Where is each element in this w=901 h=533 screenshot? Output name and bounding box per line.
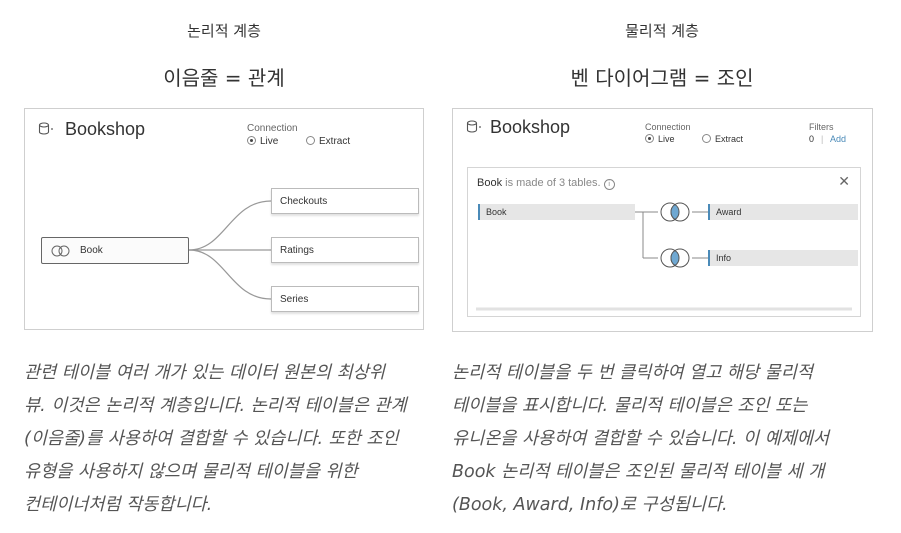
database-icon xyxy=(38,122,53,135)
filters-divider: | xyxy=(821,134,824,144)
extract-radio[interactable]: Extract xyxy=(702,134,743,144)
venn-icon xyxy=(51,245,70,256)
live-label: Live xyxy=(260,136,279,147)
logical-table-checkouts[interactable]: Checkouts xyxy=(271,188,419,214)
extract-radio-indicator[interactable] xyxy=(702,134,711,143)
data-source-title[interactable]: Bookshop xyxy=(490,117,571,137)
data-source-title[interactable]: Bookshop xyxy=(65,119,146,139)
description-line: 관련 테이블 여러 개가 있는 데이터 원본의 최상위 xyxy=(24,363,385,383)
physical-pane-header: Book is made of 3 tables. i xyxy=(477,177,615,190)
live-radio[interactable]: Live xyxy=(247,136,278,147)
extract-radio-indicator[interactable] xyxy=(306,136,315,145)
description-line: 테이블을 표시합니다. 물리적 테이블은 조인 또는 xyxy=(452,396,808,416)
live-radio-indicator[interactable] xyxy=(247,136,256,145)
description-line: 유니온을 사용하여 결합할 수 있습니다. 이 예제에서 xyxy=(452,429,830,449)
description-line: Book 논리적 테이블은 조인된 물리적 테이블 세 개 xyxy=(452,462,825,482)
description-line: (Book, Award, Info)로 구성됩니다. xyxy=(452,495,728,515)
physical-pane-caption: is made of 3 tables. xyxy=(505,177,601,189)
logical-layer-subheading: 이음줄 = 관계 xyxy=(163,66,285,90)
physical-layer-heading: 물리적 계층 xyxy=(625,22,699,40)
physical-table-info[interactable]: Info xyxy=(708,250,858,266)
logical-table-ratings[interactable]: Ratings xyxy=(271,237,419,263)
logical-layer-description: 관련 테이블 여러 개가 있는 데이터 원본의 최상위 뷰. 이것은 논리적 계… xyxy=(24,357,407,522)
connection-label: Connection xyxy=(247,123,298,134)
description-line: 뷰. 이것은 논리적 계층입니다. 논리적 테이블은 관계 xyxy=(24,396,407,416)
physical-pane-table-name: Book xyxy=(477,177,503,189)
filters-add-link[interactable]: Add xyxy=(830,134,847,144)
description-line: (이음줄)를 사용하여 결합할 수 있습니다. 또한 조인 xyxy=(24,429,399,449)
join-venn-icon[interactable] xyxy=(658,248,692,268)
table-label: Info xyxy=(716,253,732,263)
logical-layer-panel: Bookshop Connection Live Extract Book Ch… xyxy=(24,108,424,330)
logical-table-series[interactable]: Series xyxy=(271,286,419,312)
description-line: 논리적 테이블을 두 번 클릭하여 열고 해당 물리적 xyxy=(452,363,813,383)
logical-table-book-label: Book xyxy=(80,245,103,256)
table-label: Award xyxy=(716,207,742,217)
info-icon[interactable]: i xyxy=(603,179,615,190)
table-label: Checkouts xyxy=(280,195,328,207)
join-lines xyxy=(476,211,852,311)
close-icon[interactable]: ✕ xyxy=(838,174,850,190)
connection-label: Connection xyxy=(645,122,691,132)
extract-label: Extract xyxy=(715,134,744,144)
table-label: Series xyxy=(280,293,309,305)
physical-layer-panel: Bookshop Connection Live Extract Filters… xyxy=(452,108,873,332)
logical-layer-heading: 논리적 계층 xyxy=(187,22,261,40)
logical-table-book[interactable]: Book xyxy=(41,237,189,264)
database-icon xyxy=(466,120,481,133)
table-label: Book xyxy=(486,207,507,217)
live-label: Live xyxy=(658,134,675,144)
join-venn-icon[interactable] xyxy=(658,202,692,222)
physical-table-award[interactable]: Award xyxy=(708,204,858,220)
table-label: Ratings xyxy=(280,244,314,256)
live-radio[interactable]: Live xyxy=(645,134,675,144)
physical-layer-description: 논리적 테이블을 두 번 클릭하여 열고 해당 물리적 테이블을 표시합니다. … xyxy=(452,357,829,522)
extract-radio[interactable]: Extract xyxy=(306,136,350,147)
relationship-noodles xyxy=(188,200,272,300)
live-radio-indicator[interactable] xyxy=(645,134,654,143)
filters-count: 0 xyxy=(809,134,815,144)
description-line: 유형을 사용하지 않으며 물리적 테이블을 위한 xyxy=(24,462,358,482)
physical-layer-subheading: 벤 다이어그램 = 조인 xyxy=(570,66,754,90)
description-line: 컨테이너처럼 작동합니다. xyxy=(24,495,213,515)
filters-label: Filters xyxy=(809,122,834,132)
physical-tables-pane: Book is made of 3 tables. i ✕ Book Award xyxy=(467,167,861,317)
extract-label: Extract xyxy=(319,136,351,147)
physical-table-book[interactable]: Book xyxy=(478,204,635,220)
